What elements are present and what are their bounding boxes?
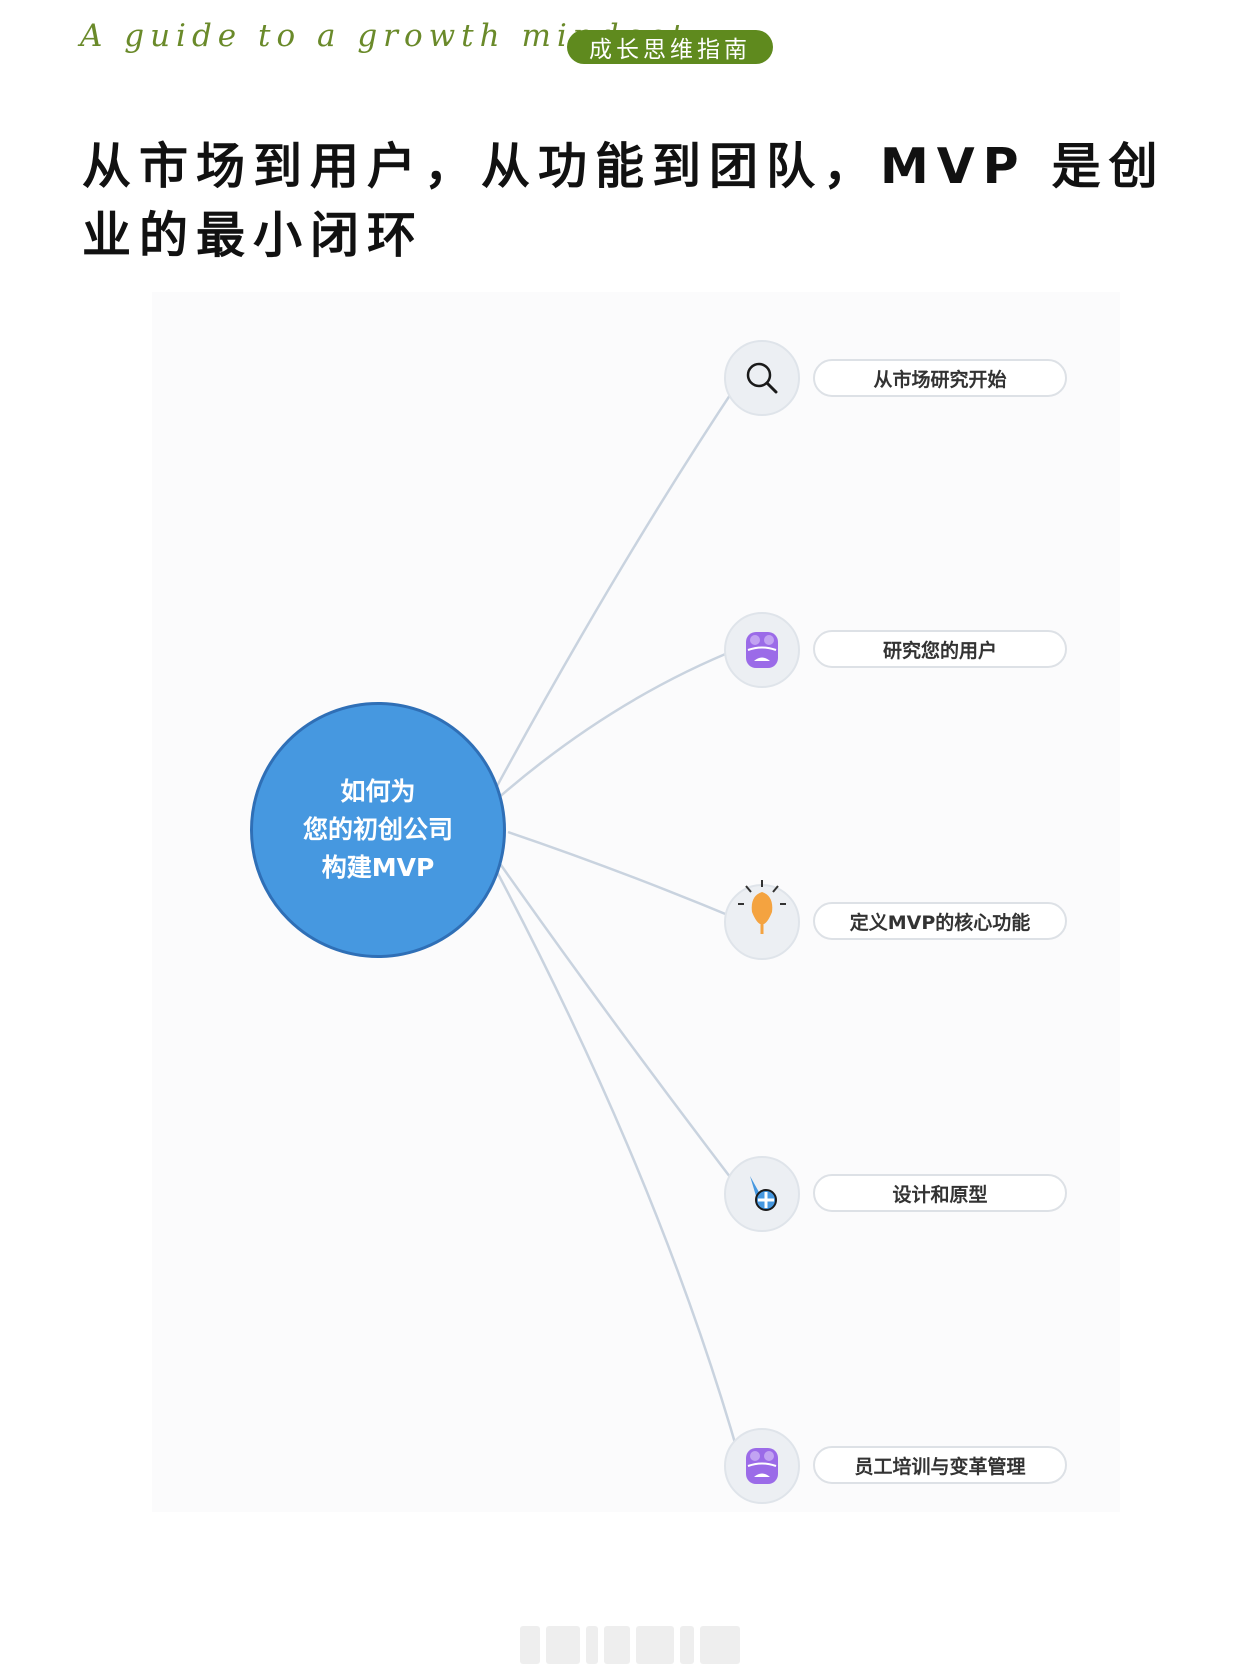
branch-4-icon-circle <box>724 1156 800 1232</box>
branch-4-label: 设计和原型 <box>813 1174 1067 1212</box>
users-icon <box>746 632 778 668</box>
branch-2-icon-circle <box>724 612 800 688</box>
lightbulb-icon <box>738 880 786 934</box>
connector-2 <box>495 646 741 801</box>
branch-1-label: 从市场研究开始 <box>813 359 1067 397</box>
branch-2-label: 研究您的用户 <box>813 630 1067 668</box>
branch-5-icon-circle <box>724 1428 800 1504</box>
center-line-3: 构建MVP <box>321 853 435 882</box>
connector-3 <box>507 830 741 922</box>
page-headline: 从市场到用户，从功能到团队，MVP 是创业的最小闭环 <box>82 138 1166 264</box>
branch-5-label: 员工培训与变革管理 <box>813 1446 1067 1484</box>
footer-watermark-strip <box>520 1626 740 1664</box>
connector-4 <box>494 857 741 1191</box>
center-node: 如何为 您的初创公司 构建MVP <box>250 702 506 958</box>
users-icon <box>746 1448 778 1484</box>
branch-3-label: 定义MVP的核心功能 <box>813 902 1067 940</box>
branch-3-icon-circle <box>724 880 800 960</box>
header-badge: 成长思维指南 <box>567 30 773 64</box>
center-line-1: 如何为 <box>340 777 416 806</box>
magnifier-icon <box>746 362 778 394</box>
branch-1-icon-circle <box>724 340 800 416</box>
design-tool-icon <box>750 1176 777 1211</box>
connector-1 <box>494 379 742 789</box>
connector-5 <box>494 869 742 1461</box>
center-line-2: 您的初创公司 <box>302 815 453 844</box>
